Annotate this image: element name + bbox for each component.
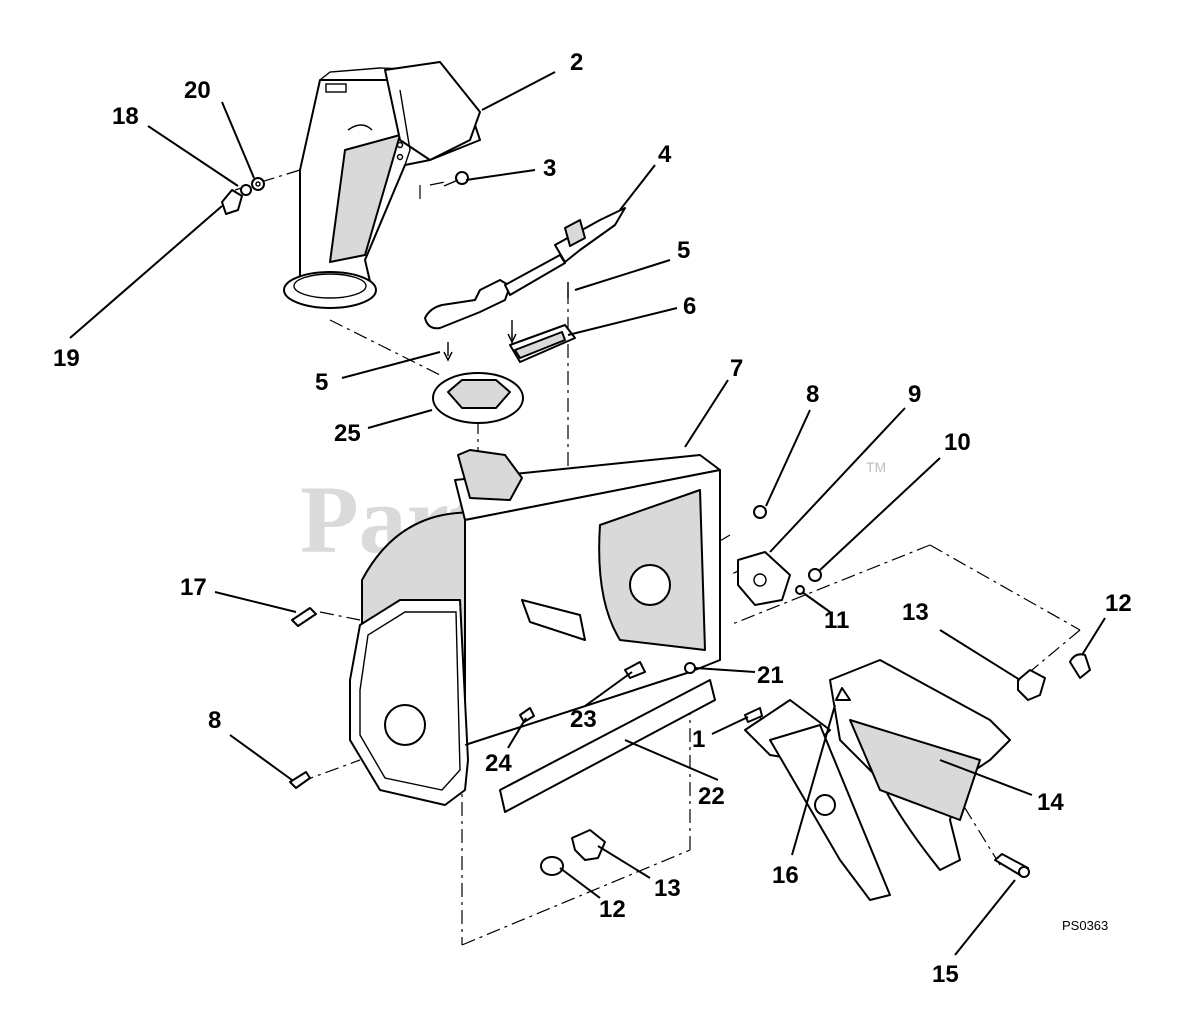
chute-hardware <box>221 177 265 215</box>
bearing-plate-9 <box>737 551 791 606</box>
bracket-6 <box>507 320 576 363</box>
callout-22: 22 <box>698 783 725 810</box>
right-knob-hardware <box>1017 653 1091 701</box>
callout-20: 20 <box>184 77 211 104</box>
callout-11: 11 <box>824 607 849 634</box>
callout-5-top: 5 <box>677 237 690 264</box>
wing-knob-19 <box>221 189 243 215</box>
callout-12-right: 12 <box>1105 590 1132 617</box>
scraper-parts <box>499 661 716 813</box>
auger-housing-7 <box>349 449 721 806</box>
bushing-12-bottom <box>540 856 564 876</box>
callout-9: 9 <box>908 381 921 408</box>
callout-21: 21 <box>757 662 784 689</box>
callout-13-bottom: 13 <box>654 875 681 902</box>
wing-knob-13 <box>1017 669 1046 701</box>
bottom-knob-hardware <box>540 829 606 876</box>
callout-3: 3 <box>543 155 556 182</box>
washer-18 <box>240 184 252 196</box>
watermark-trademark: TM <box>866 459 886 475</box>
right-side-hardware <box>737 505 822 606</box>
callout-8-right: 8 <box>806 381 819 408</box>
callout-12-bottom: 12 <box>599 896 626 923</box>
scraper-bar-22 <box>499 679 716 813</box>
leader-lines <box>69 71 1106 956</box>
left-side-hardware <box>289 607 317 789</box>
bolt-1 <box>744 707 763 723</box>
callout-17: 17 <box>180 574 207 601</box>
callout-10: 10 <box>944 429 971 456</box>
bolt-8-left <box>289 771 311 789</box>
callout-24: 24 <box>485 750 512 777</box>
pins-5 <box>443 282 569 362</box>
callout-19: 19 <box>53 345 80 372</box>
fitting-16 <box>835 687 851 701</box>
bolt-15 <box>994 853 1030 878</box>
callout-4: 4 <box>658 141 672 168</box>
auger-14 <box>744 659 1011 901</box>
callout-8-left: 8 <box>208 707 221 734</box>
callout-5-left: 5 <box>315 369 328 396</box>
flange-25 <box>432 372 524 424</box>
callout-14: 14 <box>1037 789 1064 816</box>
callout-numbers: 2 3 4 5 6 5 25 7 8 9 10 11 12 13 14 15 1… <box>53 49 1132 988</box>
callout-1: 1 <box>692 726 705 753</box>
bolt-17 <box>291 607 317 627</box>
callout-25: 25 <box>334 420 361 447</box>
nut-24 <box>519 707 535 723</box>
callout-23: 23 <box>570 706 597 733</box>
discharge-chute <box>283 61 481 309</box>
wing-knob-13-bottom <box>571 829 606 861</box>
callout-6: 6 <box>683 293 696 320</box>
drawing-code: PS0363 <box>1062 918 1108 933</box>
bolt-8 <box>753 505 767 519</box>
callout-16: 16 <box>772 862 799 889</box>
nut-10 <box>808 568 822 582</box>
callout-15: 15 <box>932 961 959 988</box>
bolt-21 <box>684 662 696 674</box>
callout-13-right: 13 <box>902 599 929 626</box>
washer-20 <box>251 177 265 191</box>
bushing-12 <box>1069 653 1091 679</box>
bolt-3 <box>443 171 469 187</box>
callout-7: 7 <box>730 355 743 382</box>
chute-crank <box>424 207 626 330</box>
callout-18: 18 <box>112 103 139 130</box>
callout-2: 2 <box>570 49 583 76</box>
